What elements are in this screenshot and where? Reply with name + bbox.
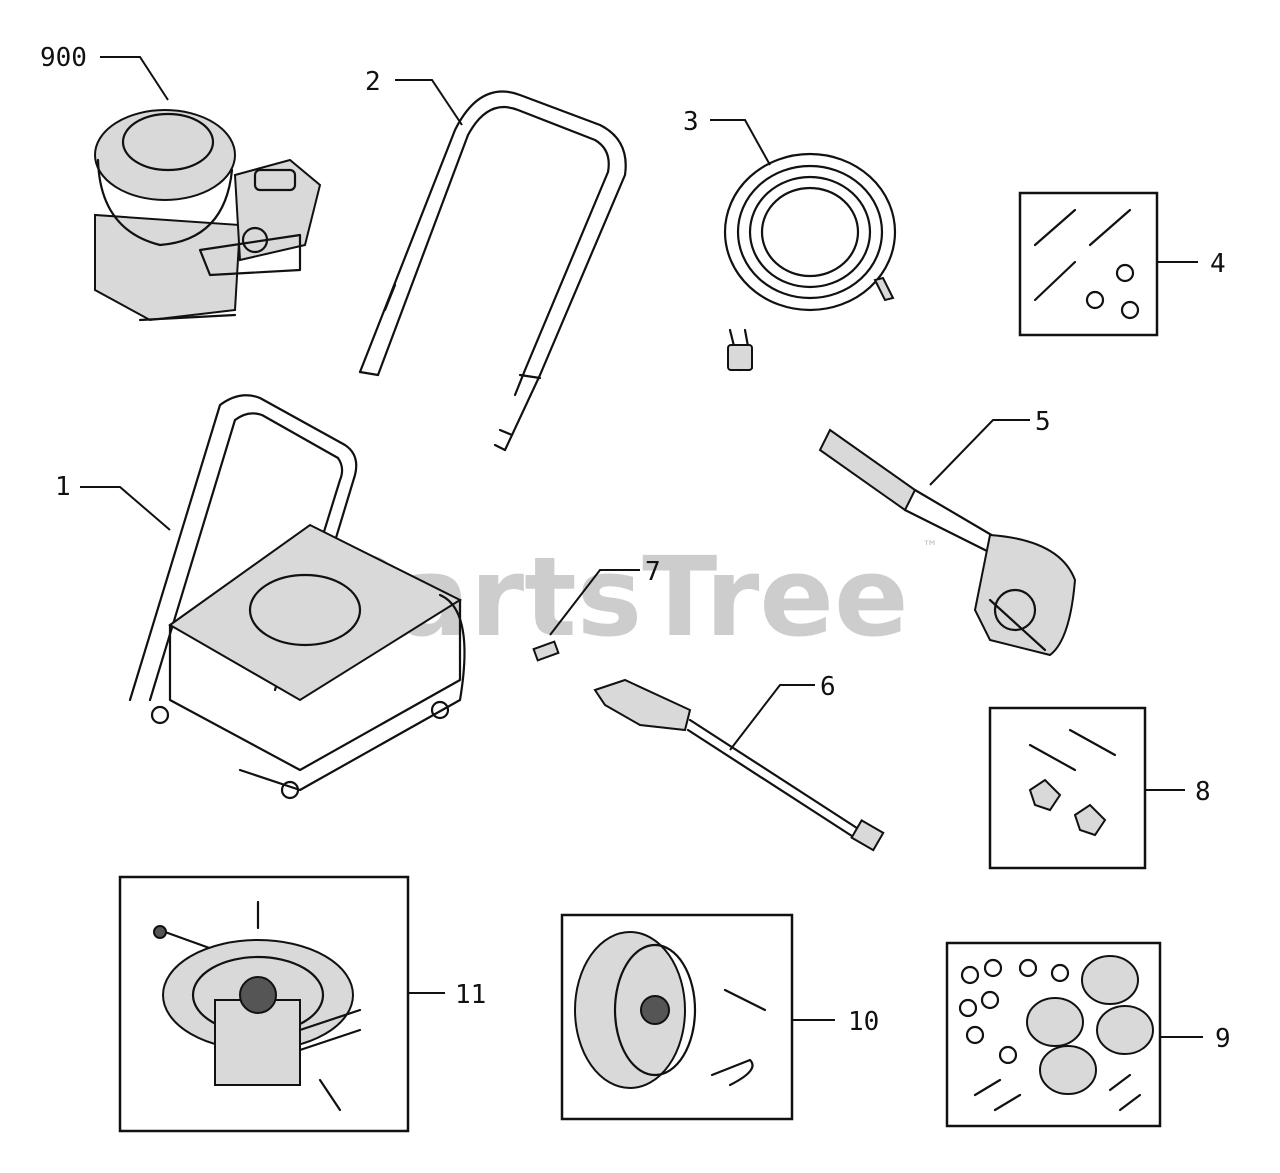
part-hose-3[interactable] [723, 152, 897, 372]
leader-5 [929, 419, 1030, 486]
part-handle-2[interactable] [358, 90, 627, 452]
callout-4: 4 [1210, 249, 1226, 279]
callout-1: 1 [55, 472, 71, 502]
part-frame-1[interactable] [128, 394, 466, 800]
callout-8: 8 [1195, 777, 1211, 807]
part-engine-900[interactable] [94, 109, 322, 322]
leader-6 [729, 684, 815, 751]
leader-900 [100, 56, 169, 101]
leader-1 [80, 486, 171, 531]
callout-6: 6 [820, 672, 836, 702]
leader-7 [549, 569, 640, 636]
callout-2: 2 [365, 67, 381, 97]
leader-2 [395, 79, 463, 126]
watermark-trademark: ™ [922, 537, 938, 556]
callout-3: 3 [683, 107, 699, 137]
leader-3 [710, 119, 771, 166]
part-hardware-kit-8[interactable] [988, 706, 1147, 870]
callout-900: 900 [40, 43, 87, 73]
callout-10: 10 [848, 1007, 879, 1037]
part-hardware-kit-4[interactable] [1018, 191, 1159, 337]
callout-11: 11 [455, 980, 486, 1010]
callout-7: 7 [645, 557, 661, 587]
part-lance-6[interactable] [593, 678, 885, 852]
part-pump-11[interactable] [118, 875, 410, 1133]
part-feet-kit-9[interactable] [945, 941, 1162, 1128]
part-wheel-kit-10[interactable] [560, 913, 794, 1121]
callout-9: 9 [1215, 1024, 1231, 1054]
callout-5: 5 [1035, 407, 1051, 437]
part-nozzle-7[interactable] [532, 640, 560, 662]
part-spray-gun-5[interactable] [818, 428, 1077, 657]
